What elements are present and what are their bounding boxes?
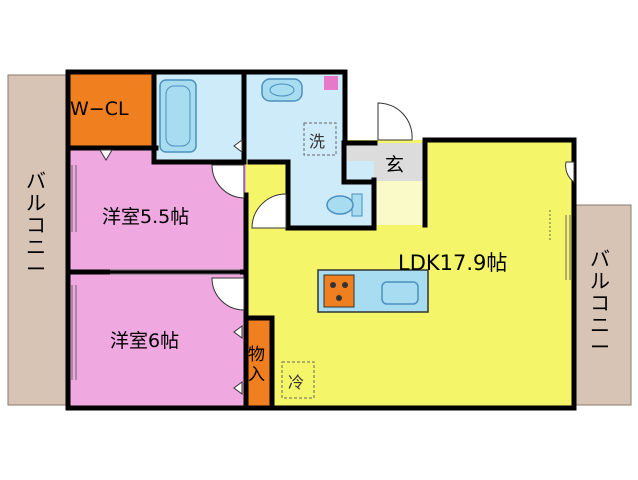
storage-label: 物入 <box>248 345 265 385</box>
balcony-left-label: バルコニー <box>26 169 46 281</box>
bathtub-icon <box>159 79 197 153</box>
closet-door-marks <box>99 139 243 395</box>
balcony-right <box>572 204 632 406</box>
entrance-step <box>375 180 425 225</box>
fridge-space <box>281 361 315 399</box>
washer-space <box>303 122 337 156</box>
washroom-symbol: 洗 <box>309 132 326 151</box>
door-swings <box>211 102 575 311</box>
entrance-label: 玄 <box>385 154 405 176</box>
walls <box>65 69 577 411</box>
storage-floor <box>246 318 272 406</box>
pink-marker <box>324 76 338 90</box>
sink-icon <box>381 281 419 305</box>
western-room-1-label: 洋室5.5帖 <box>102 206 190 228</box>
window-marks <box>71 165 571 380</box>
fridge-symbol: 冷 <box>288 373 305 392</box>
washbasin-icon <box>261 78 303 102</box>
western-room-2-label: 洋室6帖 <box>110 330 180 352</box>
stove-icon <box>323 274 355 308</box>
walk-in-closet-floor <box>68 73 154 148</box>
ldk-label: LDK17.9帖 <box>398 251 508 275</box>
balcony-left <box>7 74 67 406</box>
walk-in-closet-label: W−CL <box>70 98 129 120</box>
balcony-right-label: バルコニー <box>590 247 610 359</box>
